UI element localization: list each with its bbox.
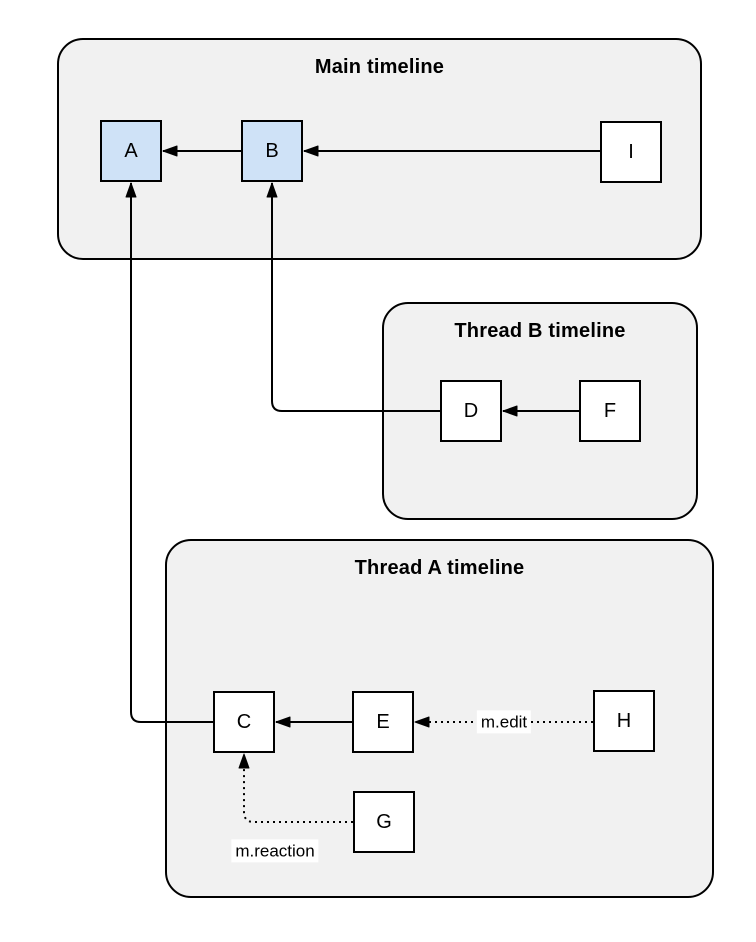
container-thread-b: Thread B timeline xyxy=(382,302,698,520)
thread-a-title: Thread A timeline xyxy=(354,557,525,579)
node-A: A xyxy=(100,120,162,182)
node-G: G xyxy=(353,791,415,853)
node-E: E xyxy=(352,691,414,753)
node-C: C xyxy=(213,691,275,753)
node-B: B xyxy=(241,120,303,182)
thread-b-title: Thread B timeline xyxy=(454,320,626,342)
main-title: Main timeline xyxy=(314,56,445,78)
node-H: H xyxy=(593,690,655,752)
node-D: D xyxy=(440,380,502,442)
node-F: F xyxy=(579,380,641,442)
edge-label-G-C: m.reaction xyxy=(231,839,319,863)
edge-label-H-E: m.edit xyxy=(476,710,532,734)
node-I: I xyxy=(600,121,662,183)
